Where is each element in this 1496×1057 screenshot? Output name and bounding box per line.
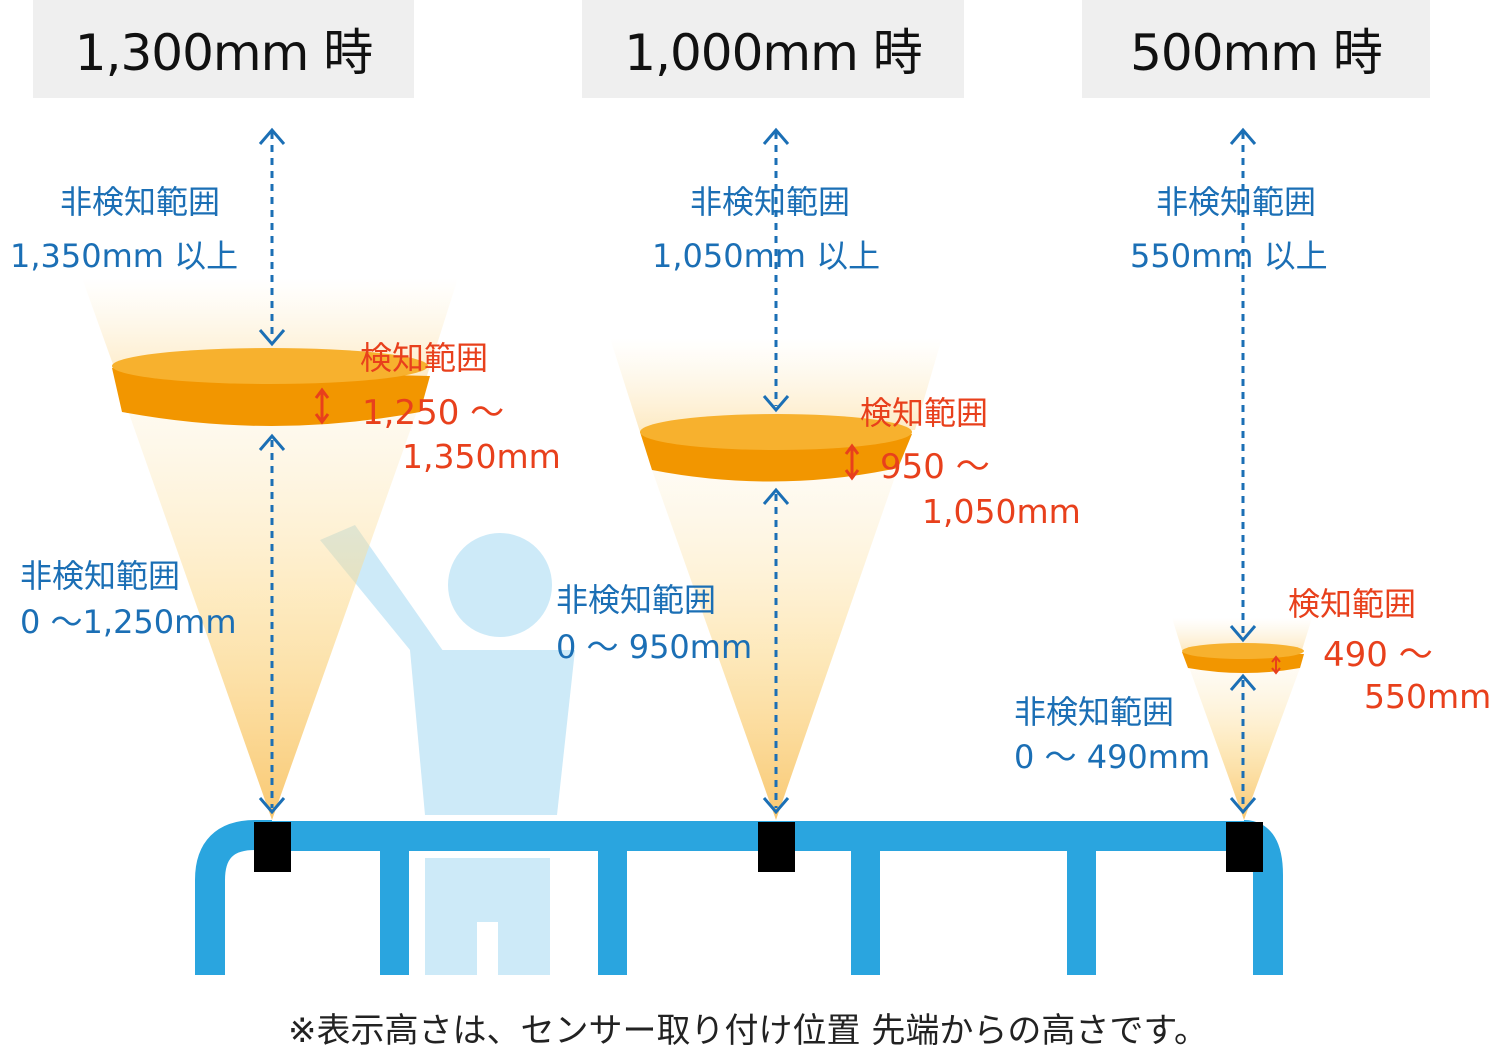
panel-1-detect-range-2: 1,350mm (402, 437, 561, 476)
panel-1-detect-range-1: 1,250 ～ (362, 393, 505, 433)
panel-3-lower-range: 0 ～ 490mm (1014, 738, 1211, 776)
panel-2-range-arrow-icon (844, 443, 860, 481)
panel-2-detect-range-2: 1,050mm (922, 492, 1081, 531)
rail-post (598, 835, 627, 975)
railing (195, 820, 1283, 975)
arrow-up-icon (258, 433, 286, 451)
rail-post (851, 835, 880, 975)
panel-3-beam (1172, 618, 1312, 820)
sensor-1 (254, 822, 291, 872)
panel-1-range-arrow-icon (314, 387, 330, 425)
arrow-down-icon (762, 395, 790, 413)
panel-2-title: 1,000mm 時 (582, 0, 964, 98)
panel-2-detect-label: 検知範囲 (860, 394, 989, 432)
arrow-heads (258, 127, 1257, 815)
sensor-2 (758, 822, 795, 872)
arrow-down-icon (762, 797, 790, 815)
panel-2-detect-range-1: 950 ～ (880, 447, 990, 487)
arrow-down-icon (258, 797, 286, 815)
arrow-up-icon (762, 487, 790, 505)
panel-1-upper-range: 1,350mm 以上 (10, 237, 239, 275)
sensor-3 (1226, 822, 1263, 872)
panel-1-detect-label: 検知範囲 (360, 339, 489, 377)
sensors (254, 822, 1263, 872)
person-body (410, 650, 575, 815)
panel-1-detect-disc-top (112, 348, 428, 384)
arrow-up-icon (762, 127, 790, 145)
panel-3-cone-upper (1172, 618, 1312, 650)
panel-3-upper-label: 非検知範囲 (1155, 183, 1316, 221)
arrow-down-icon (1229, 625, 1257, 643)
panel-3-lower-label: 非検知範囲 (1014, 693, 1175, 731)
arrow-up-icon (1229, 127, 1257, 145)
panel-3-upper-range: 550mm 以上 (1130, 237, 1328, 275)
panel-3-title: 500mm 時 (1082, 0, 1430, 98)
person-figure (320, 525, 575, 975)
footnote: ※表示高さは、センサー取り付け位置 先端からの高さです。 (288, 1011, 1208, 1051)
panel-2-upper-range: 1,050mm 以上 (652, 237, 881, 275)
arrow-down-icon (258, 329, 286, 347)
panel-3-detect-label: 検知範囲 (1288, 585, 1417, 623)
dimension-arrows (270, 132, 1245, 808)
panel-1-detect-disc-side (112, 368, 430, 426)
panel-3-detect-disc-top (1182, 643, 1304, 659)
panel-3-cone-lower (1190, 668, 1300, 820)
rail-post (380, 835, 409, 975)
arrow-up-icon (258, 127, 286, 145)
panel-1-lower-label: 非検知範囲 (20, 557, 181, 595)
arrow-up-icon (1229, 673, 1257, 691)
panel-1-upper-label: 非検知範囲 (59, 183, 220, 221)
rail-post (1067, 835, 1096, 975)
panel-1-lower-range: 0 ～1,250mm (20, 603, 237, 641)
rail-left-curve (195, 820, 272, 975)
panel-3-detect-range-1: 490 ～ (1323, 635, 1433, 675)
person-legs (425, 858, 550, 975)
panel-1-title: 1,300mm 時 (33, 0, 414, 98)
panel-2-detect-disc-top (640, 414, 912, 450)
arrow-down-icon (1229, 797, 1257, 815)
panel-2-lower-range: 0 ～ 950mm (556, 628, 753, 666)
panel-2-upper-label: 非検知範囲 (689, 183, 850, 221)
panel-2-lower-label: 非検知範囲 (556, 581, 717, 619)
panel-3-range-arrow-icon (1271, 655, 1281, 675)
person-head (448, 533, 552, 637)
panel-3-detect-range-2: 550mm (1364, 677, 1492, 716)
